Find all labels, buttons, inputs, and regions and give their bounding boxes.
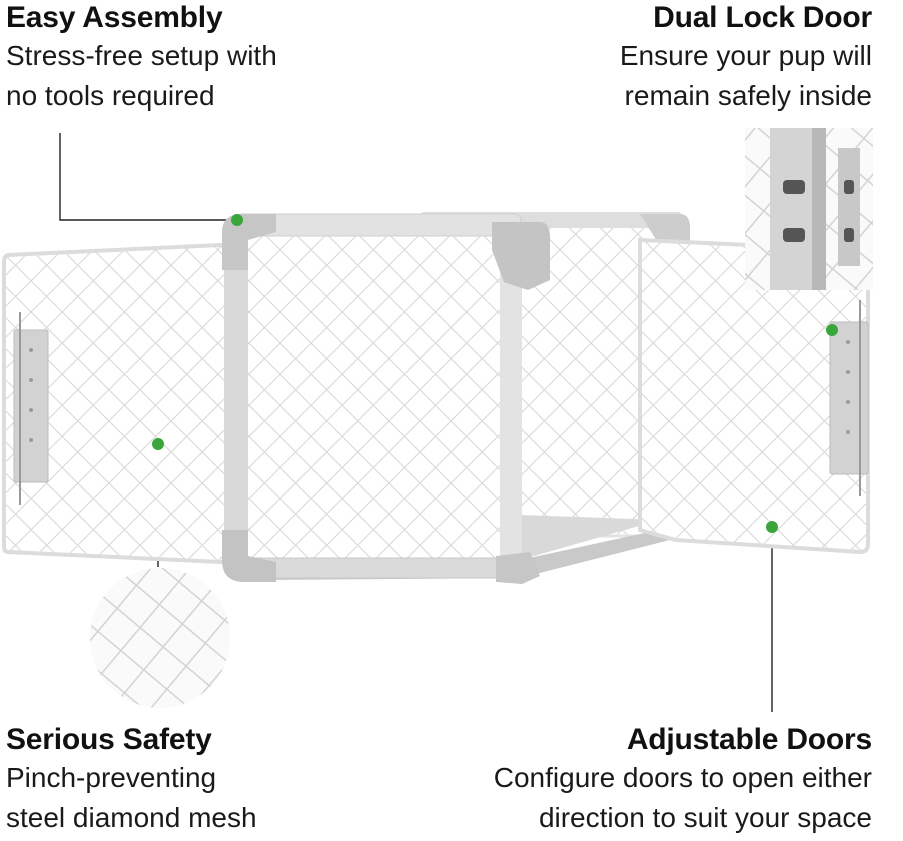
callout-adjustable-doors: Adjustable Doors Configure doors to open… [494, 722, 872, 838]
hotspot-dot-icon [826, 324, 838, 336]
callout-text-line: Ensure your pup will [619, 40, 872, 71]
callout-serious-safety: Serious Safety Pinch-preventing steel di… [6, 722, 257, 838]
mesh-zoom-icon [90, 568, 230, 708]
hotspot-dot-icon [152, 438, 164, 450]
lock-zoom-icon [745, 128, 873, 290]
callout-text-line: Stress-free setup with [6, 40, 277, 71]
callout-title: Serious Safety [6, 723, 212, 756]
callout-text-line: Configure doors to open either [493, 762, 872, 793]
left-door [2, 242, 234, 565]
callout-title: Dual Lock Door [653, 1, 872, 34]
callout-text-line: direction to suit your space [538, 802, 872, 833]
callout-title: Adjustable Doors [626, 723, 872, 756]
crate-front-left [222, 213, 690, 584]
callout-text-line: Pinch-preventing [6, 762, 217, 793]
hotspot-dot-icon [231, 214, 243, 226]
callout-text-line: no tools required [6, 80, 215, 111]
hotspot-dot-icon [766, 521, 778, 533]
callout-title: Easy Assembly [6, 1, 223, 34]
callout-text-line: steel diamond mesh [6, 802, 257, 833]
callout-text-line: remain safely inside [624, 80, 872, 111]
hotspot-dots [152, 214, 838, 533]
callout-dual-lock-door: Dual Lock Door Ensure your pup will rema… [620, 0, 872, 116]
callout-easy-assembly: Easy Assembly Stress-free setup with no … [6, 0, 277, 116]
